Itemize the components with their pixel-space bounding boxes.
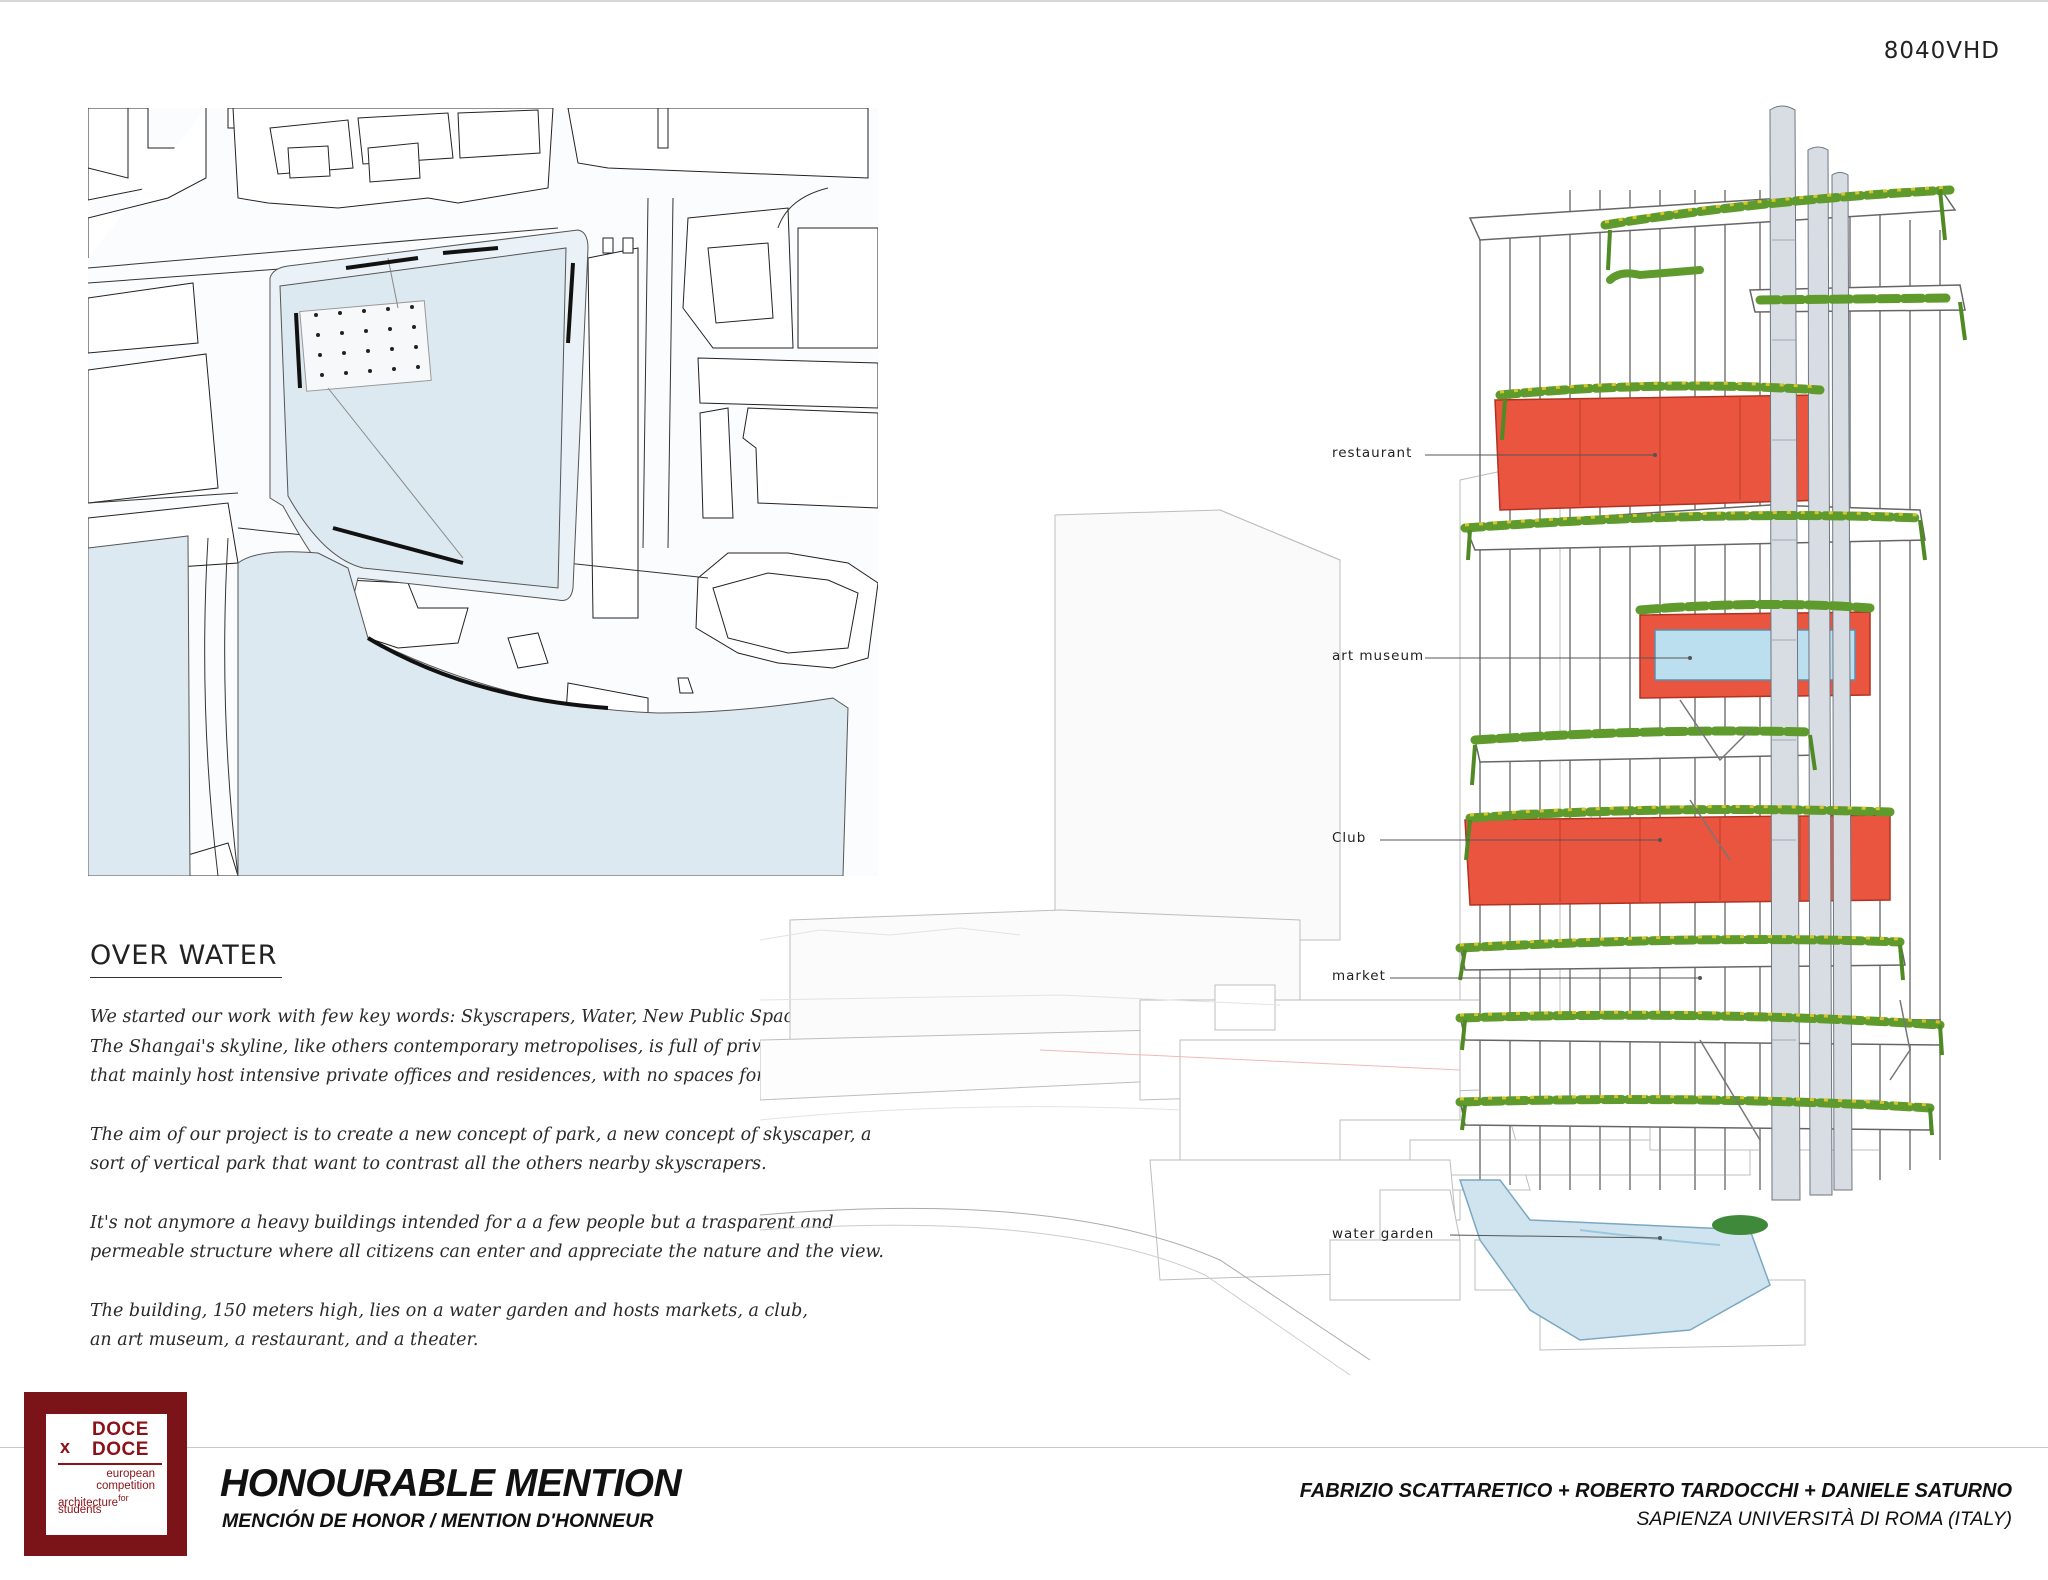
logo-panel [46,1414,167,1535]
tower-perspective-drawing [760,105,1967,1376]
label-market: market [1332,968,1386,984]
logo-line-architecture: architecturefor [58,1492,129,1509]
logo-doce-bottom: DOCE [92,1439,149,1460]
site-plan [88,108,878,876]
top-border [0,0,2048,2]
logo-for-text: for [118,1493,129,1503]
award-title: HONOURABLE MENTION [220,1462,682,1505]
award-subtitle: MENCIÓN DE HONOR / MENTION D'HONNEUR [222,1510,654,1532]
label-club: Club [1332,830,1367,846]
description-paragraph-3: It's not anymore a heavy buildings inten… [90,1212,884,1263]
logo-line-european: european [106,1468,155,1480]
logo-doce-top: DOCE [92,1419,149,1440]
logo-architecture-text: architecture [58,1496,119,1509]
description-paragraph-4: The building, 150 meters high, lies on a… [90,1300,808,1351]
logo-rule [58,1463,162,1465]
university: SAPIENZA UNIVERSITÀ DI ROMA (ITALY) [1636,1508,2012,1530]
description-paragraph-2: The aim of our project is to create a ne… [90,1124,872,1175]
docexdoce-logo: DOCE x DOCE european competition archite… [24,1392,187,1556]
footer-divider [0,1447,2048,1448]
logo-x: x [60,1437,71,1457]
logo-line-students: students [58,1504,102,1516]
section-title: OVER WATER [90,940,282,978]
tower-perspective [760,40,2048,1420]
label-art-museum: art museum [1332,648,1425,664]
logo-line-competition: competition [96,1480,155,1492]
project-code: 8040VHD [1883,38,2000,64]
label-restaurant: restaurant [1332,445,1413,461]
label-water-garden: water garden [1332,1226,1435,1242]
authors: FABRIZIO SCATTARETICO + ROBERTO TARDOCCH… [1299,1480,2012,1502]
site-plan-drawing [88,108,878,876]
project-description: We started our work with few key words: … [90,1003,950,1385]
